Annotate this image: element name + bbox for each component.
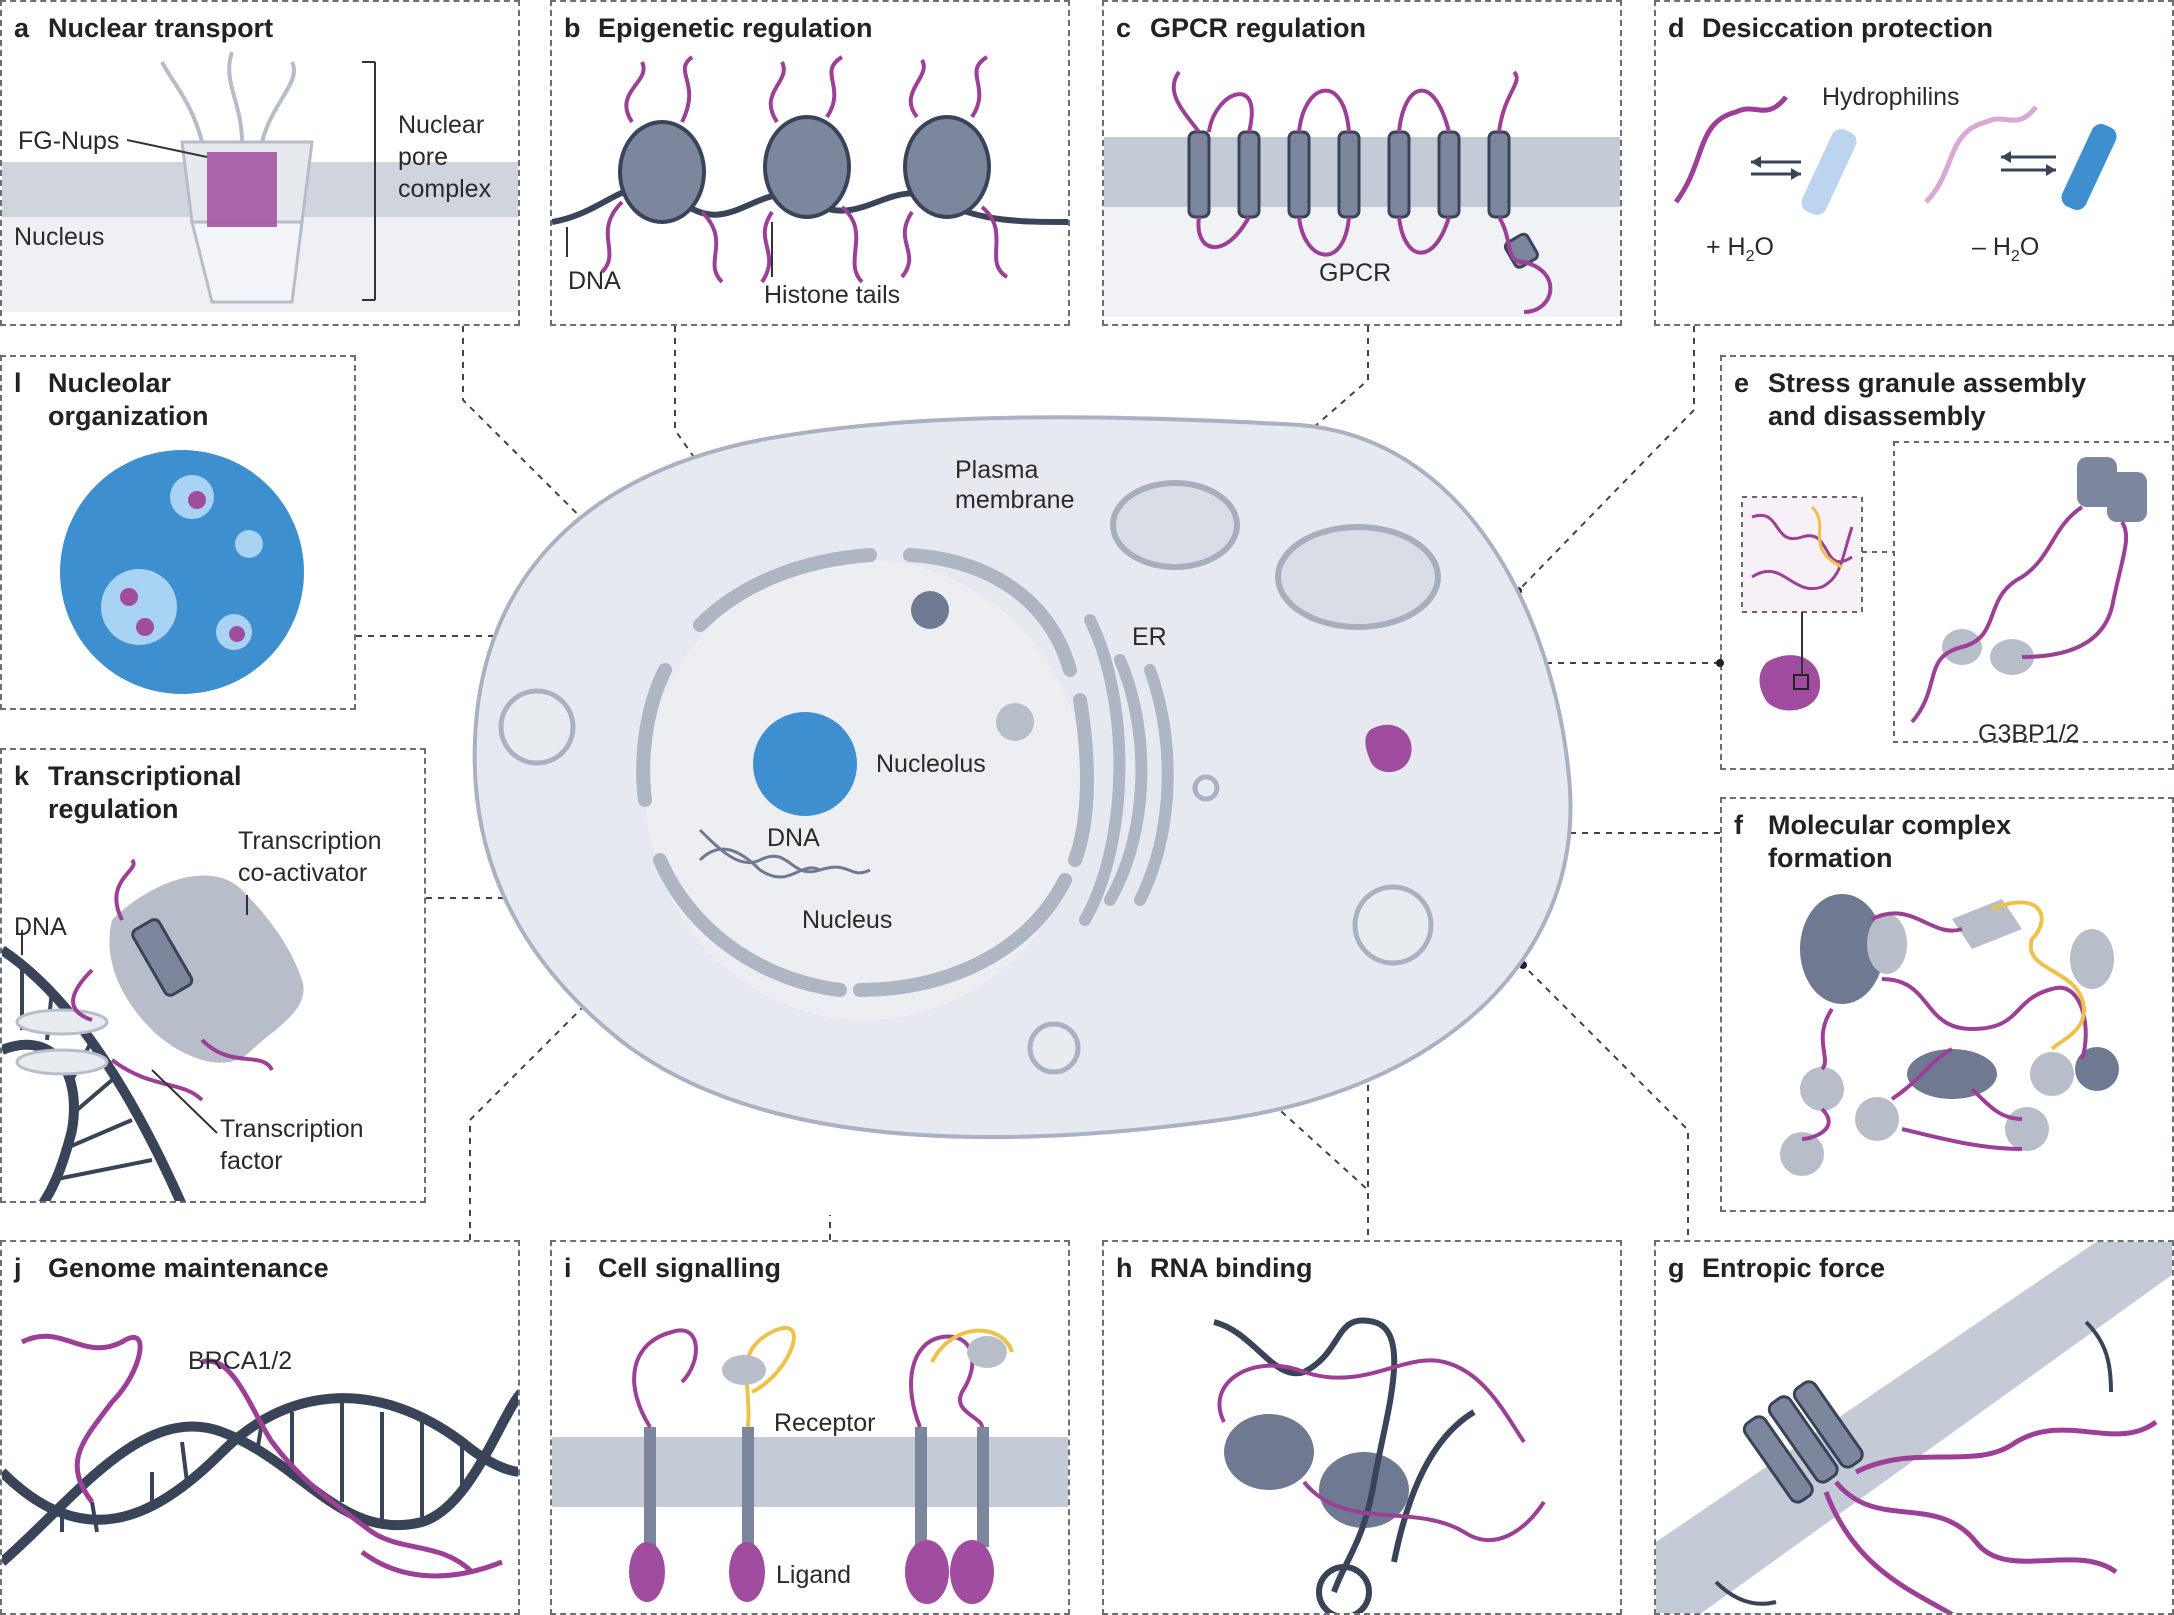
entropic-force-illustration xyxy=(1656,1242,2172,1613)
coactivator-label-2: co-activator xyxy=(238,859,368,887)
nuclear-dna xyxy=(698,828,871,879)
nucleosome-illustration xyxy=(552,55,1068,284)
dna-label: DNA xyxy=(767,824,820,852)
gpcr-label: GPCR xyxy=(1319,259,1392,287)
dna-repair-illustration xyxy=(2,1333,518,1579)
complex-illustration xyxy=(1780,894,2119,1176)
nucleolus-illustration xyxy=(60,450,304,694)
stress-granule-illustration xyxy=(1741,441,2172,743)
nucleolus xyxy=(753,712,857,816)
nuclear-body xyxy=(911,591,949,629)
er-membranes xyxy=(1079,614,1174,926)
npc-label-1: Nuclear xyxy=(398,111,485,139)
vesicles xyxy=(498,688,1434,1075)
npc-label-3: complex xyxy=(398,175,492,203)
brca-label: BRCA1/2 xyxy=(188,1347,293,1375)
dna-label: DNA xyxy=(14,913,67,941)
nucleus-label: Nucleus xyxy=(14,223,105,251)
plus-water-label: + H2O xyxy=(1706,233,1774,265)
hydrophilins-label: Hydrophilins xyxy=(1822,83,1960,111)
receptor-label: Receptor xyxy=(774,1409,876,1437)
ligand-label: Ligand xyxy=(776,1561,852,1589)
histone-tails-label: Histone tails xyxy=(764,281,901,309)
plasma-membrane-label-2: membrane xyxy=(955,486,1075,514)
gpcr-illustration xyxy=(1104,70,1620,317)
nuclear-speckle xyxy=(996,703,1034,741)
dna-label: DNA xyxy=(568,267,621,295)
nuclear-pore-illustration xyxy=(2,51,518,312)
nucleus-label: Nucleus xyxy=(802,906,893,934)
coactivator-label-1: Transcription xyxy=(238,827,382,855)
er-label: ER xyxy=(1132,623,1167,651)
fg-nups-label: FG-Nups xyxy=(18,127,120,155)
g3bp-label: G3BP1/2 xyxy=(1978,720,2080,748)
plasma-membrane-label: Plasma xyxy=(955,456,1039,484)
hydrophilin-illustration xyxy=(1673,95,2117,215)
minus-water-label: – H2O xyxy=(1972,233,2040,265)
mitochondrion xyxy=(1110,480,1441,630)
transcription-illustration xyxy=(2,858,304,1201)
rna-binding-illustration xyxy=(1213,1317,1546,1613)
tf-label-1: Transcription xyxy=(220,1115,364,1143)
nucleolus-label: Nucleolus xyxy=(876,750,986,778)
stress-granule xyxy=(1365,724,1412,773)
tf-label-2: factor xyxy=(220,1147,283,1175)
npc-label-2: pore xyxy=(398,143,449,171)
nuclear-envelope xyxy=(636,548,1094,997)
cell-signalling-illustration xyxy=(552,1326,1068,1604)
nucleus-region xyxy=(645,560,1085,1020)
